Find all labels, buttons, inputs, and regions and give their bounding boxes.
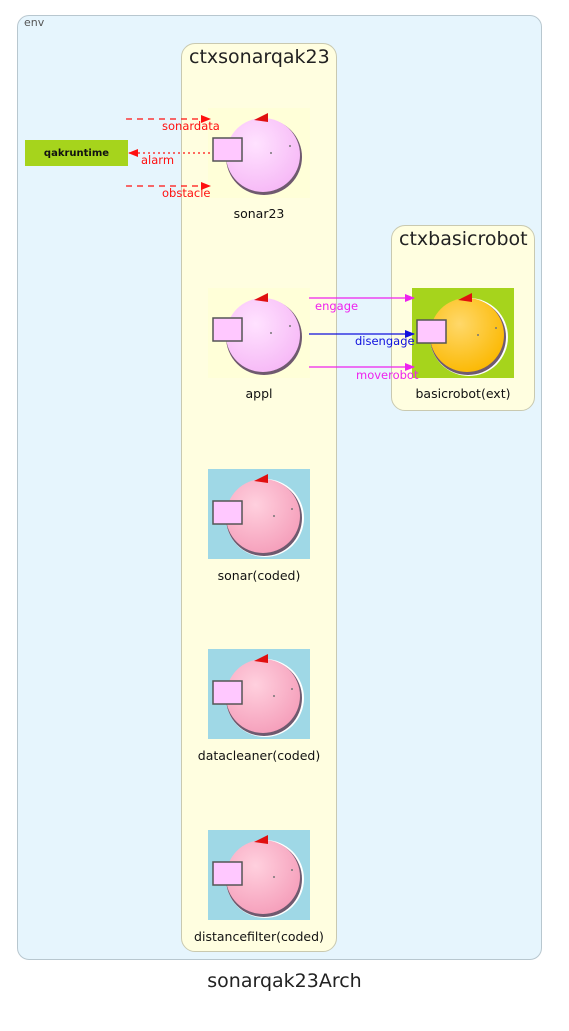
- actor-appl[interactable]: [208, 288, 310, 378]
- actor-distancefilter-icon: [208, 830, 310, 920]
- actor-sonar-coded-icon: [208, 469, 310, 559]
- msg-label-disengage: disengage: [355, 334, 415, 348]
- actor-datacleaner[interactable]: [208, 649, 310, 739]
- qakruntime-box: qakruntime: [25, 140, 128, 166]
- actor-distancefilter[interactable]: [208, 830, 310, 920]
- actor-label-sonar-coded: sonar(coded): [217, 568, 301, 583]
- actor-sonar23[interactable]: [208, 108, 310, 198]
- actor-basicrobot-icon: [412, 288, 514, 378]
- msg-label-sonardata: sonardata: [162, 119, 220, 133]
- msg-label-obstacle: obstacle: [162, 186, 211, 200]
- actor-label-datacleaner: datacleaner(coded): [197, 748, 321, 763]
- msg-label-alarm: alarm: [141, 153, 175, 167]
- actor-label-appl: appl: [245, 386, 273, 401]
- actor-datacleaner-icon: [208, 649, 310, 739]
- actor-sonar-coded[interactable]: [208, 469, 310, 559]
- actor-sonar23-icon: [208, 108, 310, 198]
- actor-label-basicrobot: basicrobot(ext): [415, 386, 511, 401]
- context-title-sonarqak23: ctxsonarqak23: [189, 46, 330, 68]
- env-label: env: [24, 16, 45, 29]
- actor-label-distancefilter: distancefilter(coded): [194, 929, 324, 944]
- msg-label-moverobot: moverobot: [356, 368, 419, 382]
- context-title-basicrobot: ctxbasicrobot: [399, 228, 528, 250]
- msg-label-engage: engage: [315, 299, 359, 313]
- actor-appl-icon: [208, 288, 310, 378]
- actor-basicrobot[interactable]: [412, 288, 514, 378]
- actor-label-sonar23: sonar23: [233, 206, 285, 221]
- diagram-title: sonarqak23Arch: [207, 970, 362, 992]
